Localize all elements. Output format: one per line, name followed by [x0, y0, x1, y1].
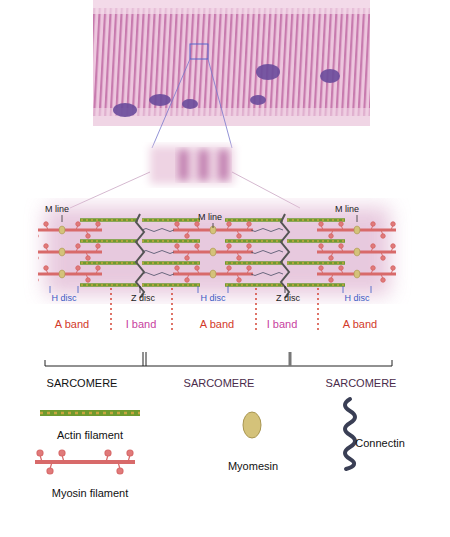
a-band-label: A band	[343, 318, 377, 330]
legend-text: Actin filament	[57, 429, 123, 441]
sarcomere-label: SARCOMERE	[47, 377, 118, 389]
sarcomere-label: SARCOMERE	[326, 377, 397, 389]
h-disc-label: H disc	[51, 294, 76, 304]
a-band-label: A band	[200, 318, 234, 330]
i-band-label: I band	[267, 318, 298, 330]
m-line-label: M line	[45, 205, 69, 215]
legend-text: Connectin	[355, 437, 405, 449]
sarcomere-label: SARCOMERE	[184, 377, 255, 389]
h-disc-label: H disc	[200, 294, 225, 304]
legend-text: Myomesin	[228, 460, 278, 472]
i-band-label: I band	[126, 318, 157, 330]
m-line-label: M line	[198, 213, 222, 223]
a-band-label: A band	[55, 318, 89, 330]
z-disc-label: Z disc	[276, 294, 300, 304]
h-disc-label: H disc	[344, 294, 369, 304]
m-line-label: M line	[335, 205, 359, 215]
z-disc-label: Z disc	[131, 294, 155, 304]
legend-text: Myosin filament	[52, 487, 128, 499]
